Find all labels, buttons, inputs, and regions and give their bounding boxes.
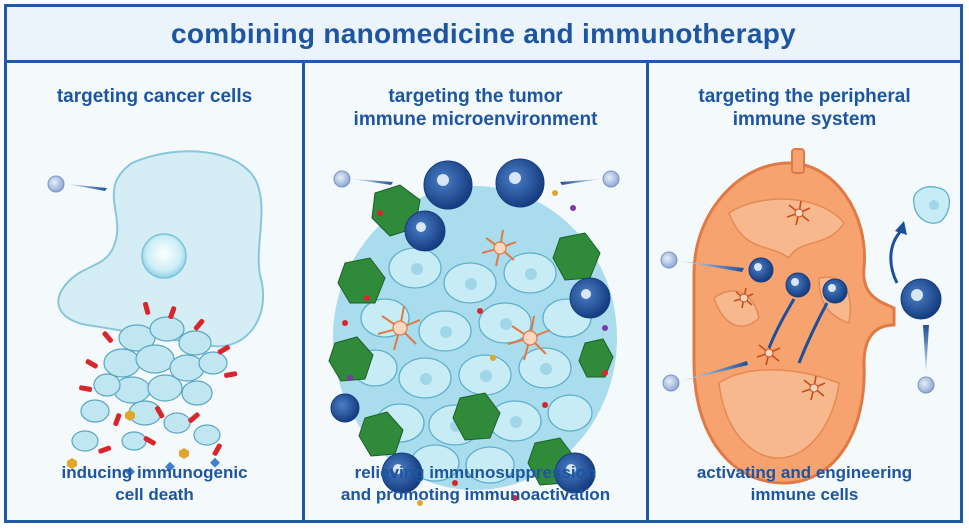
panel-2-caption-line-1: relieving immunosuppression xyxy=(354,463,597,482)
panel-tumor-microenvironment: targeting the tumor immune microenvironm… xyxy=(302,63,649,520)
panel-2-caption: relieving immunosuppression and promotin… xyxy=(305,462,646,506)
panel-peripheral-immune-system: targeting the peripheral immune system xyxy=(649,63,960,520)
panel-2-title-line-1: targeting the tumor xyxy=(388,86,563,107)
tumor-microenvironment-illustration xyxy=(328,158,620,506)
panel-2-title: targeting the tumor immune microenvironm… xyxy=(305,85,646,131)
panel-1-title-line-1: targeting cancer cells xyxy=(56,86,253,107)
figure-banner: combining nanomedicine and immunotherapy xyxy=(7,7,960,63)
lymph-node-illustration xyxy=(660,148,951,485)
panel-3-caption: activating and engineering immune cells xyxy=(649,462,960,506)
figure-frame: combining nanomedicine and immunotherapy… xyxy=(4,4,963,523)
panel-1-title: targeting cancer cells xyxy=(7,85,302,108)
panel-3-title-line-2: immune system xyxy=(732,109,877,130)
panel-3-title-line-1: targeting the peripheral xyxy=(698,86,911,107)
panel-1-caption-line-1: inducing immunogenic xyxy=(61,463,248,482)
panel-cancer-cells: targeting cancer cells xyxy=(7,63,302,520)
panel-1-caption: inducing immunogenic cell death xyxy=(7,462,302,506)
panel-1-caption-line-2: cell death xyxy=(115,485,194,504)
panel-3-title: targeting the peripheral immune system xyxy=(649,85,960,131)
panel-3-caption-line-1: activating and engineering xyxy=(696,463,913,482)
panel-2-caption-line-2: and promoting immunoactivation xyxy=(340,485,611,504)
panel-2-title-line-2: immune microenvironment xyxy=(353,109,598,130)
panel-3-caption-line-2: immune cells xyxy=(750,485,859,504)
figure-title: combining nanomedicine and immunotherapy xyxy=(171,17,796,49)
cancer-cell-illustration xyxy=(47,150,265,477)
